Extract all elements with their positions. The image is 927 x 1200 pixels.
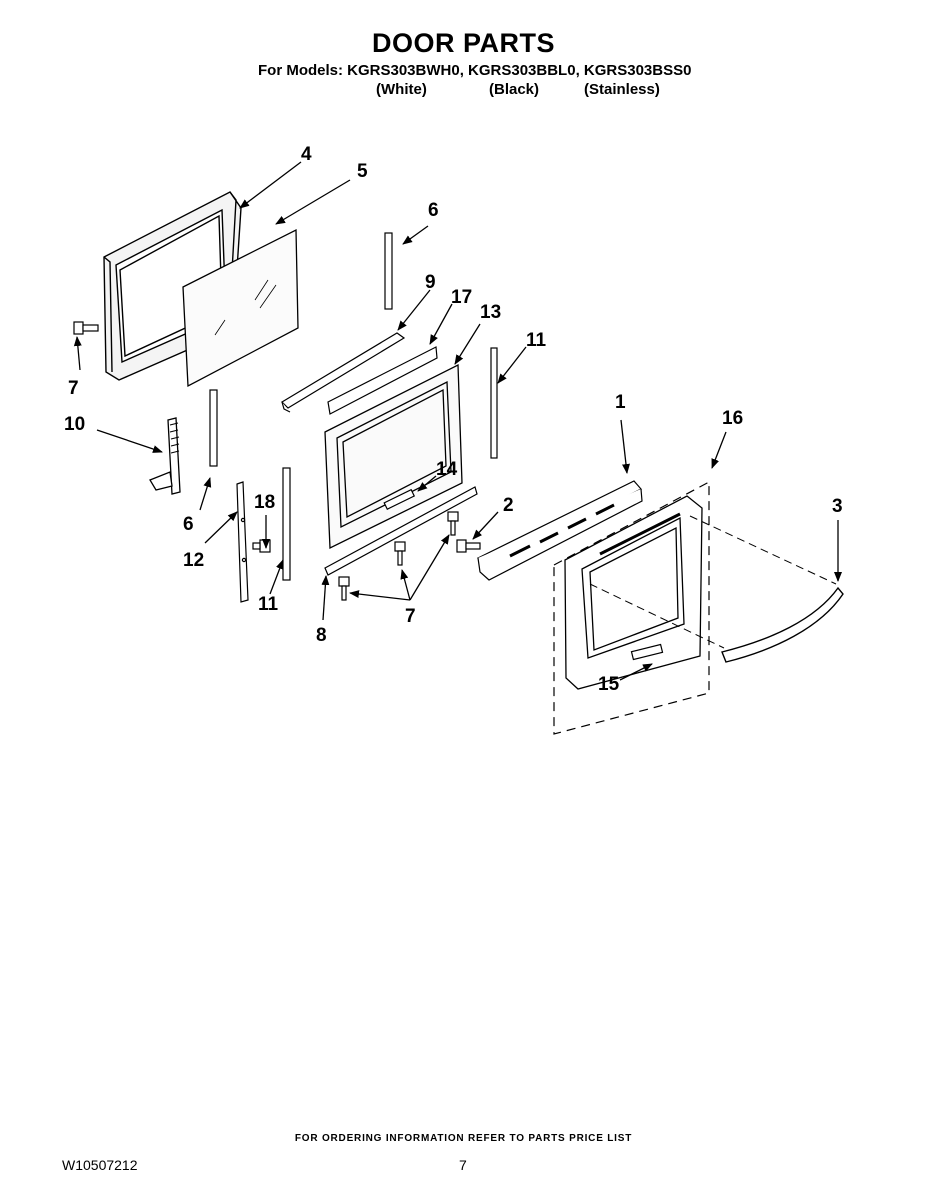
part-label-14 <box>383 488 416 510</box>
part-inner-glass <box>324 363 463 550</box>
callout-10: 10 <box>64 414 85 435</box>
part-channel-17 <box>327 346 438 415</box>
models-line: For Models: KGRS303BWH0, KGRS303BBL0, KG… <box>258 62 692 79</box>
part-strip-lower <box>209 389 218 467</box>
callout-11-lower: 11 <box>258 594 279 615</box>
part-seal-upper <box>490 347 498 459</box>
callout-6-upper: 6 <box>428 200 439 221</box>
callout-3: 3 <box>832 496 843 517</box>
callout-11-upper: 11 <box>526 330 547 351</box>
callout-16: 16 <box>722 408 743 429</box>
callout-5: 5 <box>357 161 368 182</box>
assembly-outline <box>553 480 710 735</box>
screw-icon <box>252 539 271 553</box>
callout-2: 2 <box>503 495 514 516</box>
document-number: W10507212 <box>62 1157 138 1173</box>
screw-icon <box>447 511 459 536</box>
part-outer-door-panel <box>564 495 703 690</box>
part-hinge-plate <box>236 481 249 603</box>
variant-stainless: (Stainless) <box>584 81 660 98</box>
page-title: DOOR PARTS <box>371 28 555 58</box>
part-badge <box>630 643 664 661</box>
variant-white: (White) <box>376 81 427 98</box>
screw-icon <box>456 539 481 553</box>
callout-8: 8 <box>316 625 327 646</box>
callout-15: 15 <box>598 674 620 695</box>
ordering-note: FOR ORDERING INFORMATION REFER TO PARTS … <box>294 1133 633 1144</box>
callout-17: 17 <box>451 287 472 308</box>
callout-13: 13 <box>480 302 501 323</box>
callout-7-lower: 7 <box>405 606 416 627</box>
part-channel-9 <box>281 332 406 413</box>
callout-9: 9 <box>425 272 436 293</box>
screw-icon <box>394 541 406 566</box>
callout-14: 14 <box>436 459 458 480</box>
screw-icon <box>338 576 350 601</box>
callout-6-lower: 6 <box>183 514 194 535</box>
part-seal-lower <box>282 467 291 581</box>
part-vent-trim <box>476 480 643 581</box>
callout-18: 18 <box>254 492 275 513</box>
part-bottom-bracket <box>324 486 478 576</box>
page-number: 7 <box>459 1157 467 1173</box>
part-glass-pane <box>182 228 299 388</box>
part-strip-upper <box>384 232 393 310</box>
part-hinge <box>149 417 181 495</box>
callout-12: 12 <box>183 550 204 571</box>
callout-7-left: 7 <box>68 378 79 399</box>
callout-1: 1 <box>615 392 626 413</box>
part-handle <box>721 586 844 663</box>
callout-4: 4 <box>301 144 312 165</box>
alignment-lines <box>589 515 837 649</box>
leader-lines <box>73 161 842 681</box>
variant-black: (Black) <box>489 81 540 98</box>
screw-icon <box>73 321 99 335</box>
